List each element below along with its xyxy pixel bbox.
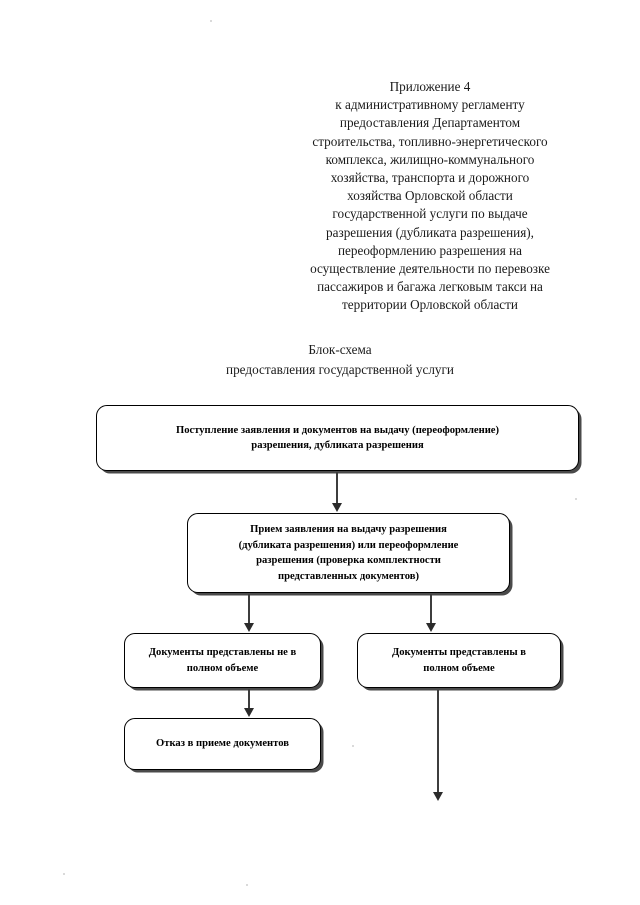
scan-speck [575,498,577,500]
arrow-intake-to-review [330,472,344,512]
box-line: полном объеме [186,662,259,674]
box-line: Документы представлены в [391,647,527,658]
box-line: разрешения (проверка комплектности [256,555,441,566]
arrow-review-to-complete [424,594,438,632]
box-line: Отказ в приеме документов [156,738,289,750]
arrow-shaft [248,594,250,624]
scan-speck [63,873,65,875]
chart-title-line: Блок-схема [308,342,372,357]
header-line: строительства, топливно-энергетического [312,133,548,149]
flowchart-box-complete: Документы представлены в полном объеме [357,633,561,688]
flowchart-box-refusal: Отказ в приеме документов [124,718,321,770]
arrow-complete-to-next-stage [431,690,445,801]
header-line: пассажиров и багажа легковым такси на [317,279,543,295]
header-line: осуществление деятельности по перевозке [310,261,550,277]
box-line: Прием заявления на выдачу разрешения [250,524,447,535]
flowchart-box-text: Документы представлены не в полном объем… [135,645,310,676]
header-line: разрешения (дубликата разрешения), [326,224,534,240]
flowchart-box-text: Поступление заявления и документов на вы… [107,423,568,454]
flowchart-box-intake: Поступление заявления и документов на вы… [96,405,579,471]
arrow-head-icon [243,623,254,632]
header-line: переоформлению разрешения на [337,242,523,258]
box-line: Документы представлены не в [148,647,297,658]
arrow-head-icon [432,792,443,801]
chart-title-line: предоставления государственной услуги [226,362,454,377]
box-line: представленных документов) [277,570,420,582]
header-line: государственной услуги по выдаче [332,206,528,222]
header-line: хозяйства Орловской области [347,188,513,204]
header-line: комплекса, жилищно-коммунального [325,151,535,167]
appendix-header: Приложение 4 к административному регламе… [278,78,582,315]
scan-speck [210,20,212,22]
header-line: предоставления Департаментом [339,115,521,131]
box-line: Поступление заявления и документов на вы… [175,424,500,436]
arrow-head-icon [243,708,254,717]
flowchart-box-text: Отказ в приеме документов [135,736,310,752]
box-line: разрешения, дубликата разрешения [251,440,424,451]
scan-speck [246,884,248,886]
arrow-shaft [248,689,250,709]
arrow-shaft [437,690,439,793]
scan-speck [352,745,354,747]
chart-title: Блок-схема предоставления государственно… [160,340,520,380]
arrow-shaft [336,472,338,504]
header-line: хозяйства, транспорта и дорожного [330,170,530,186]
arrow-review-to-incomplete [242,594,256,632]
header-line: Приложение 4 [389,79,471,94]
arrow-head-icon [331,503,342,512]
flowchart-box-text: Прием заявления на выдачу разрешения (ду… [198,522,499,584]
flowchart-box-review: Прием заявления на выдачу разрешения (ду… [187,513,510,593]
header-line: территории Орловской области [342,297,518,313]
box-line: полном объеме [423,662,495,674]
arrow-shaft [430,594,432,624]
box-line: (дубликата разрешения) или переоформлени… [238,539,459,551]
header-line: к административному регламенту [335,97,525,113]
flowchart-box-incomplete: Документы представлены не в полном объем… [124,633,321,688]
arrow-head-icon [425,623,436,632]
flowchart-box-text: Документы представлены в полном объеме [368,645,550,676]
arrow-incomplete-to-refusal [242,689,256,717]
